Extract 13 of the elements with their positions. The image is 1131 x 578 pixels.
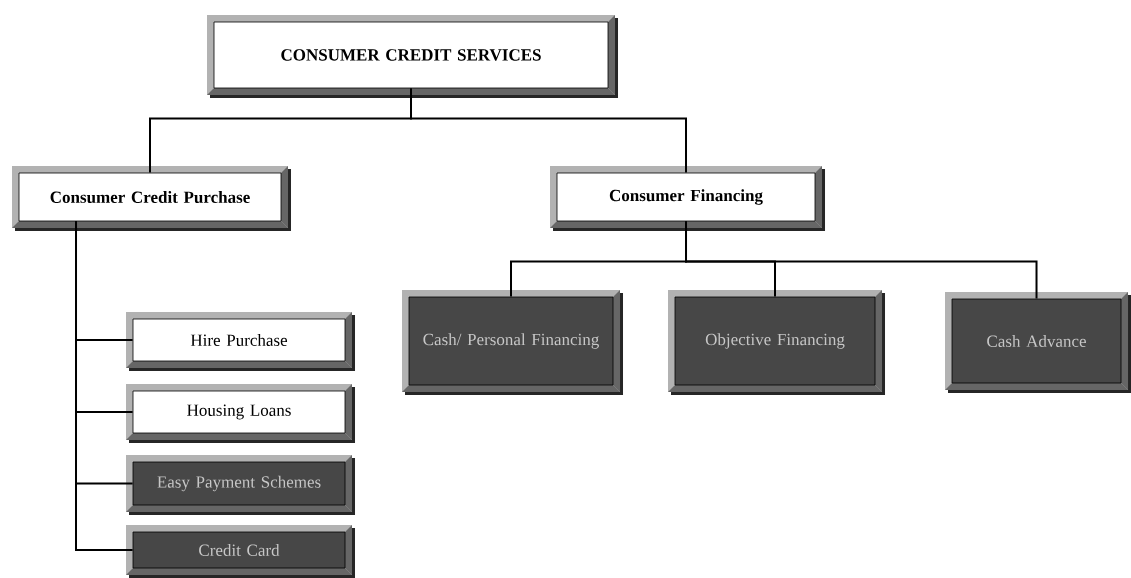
connector-line	[685, 220, 1038, 300]
shaded-box: Easy Payment Schemes	[126, 455, 355, 515]
shaded-box: Objective Financing	[668, 290, 885, 395]
process-box: Consumer Credit Purchase	[12, 166, 291, 231]
process-box: Housing Loans	[126, 384, 355, 443]
shaded-box: Cash/ Personal Financing	[402, 290, 623, 395]
process-box: Hire Purchase	[126, 312, 355, 371]
connector-line	[410, 87, 687, 174]
shaded-box: Credit Card	[126, 525, 355, 578]
shaded-box: Cash Advance	[945, 292, 1131, 393]
process-box: Consumer Financing	[550, 166, 825, 231]
process-box: CONSUMER CREDIT SERVICES	[207, 15, 618, 98]
connector-line	[75, 220, 134, 551]
